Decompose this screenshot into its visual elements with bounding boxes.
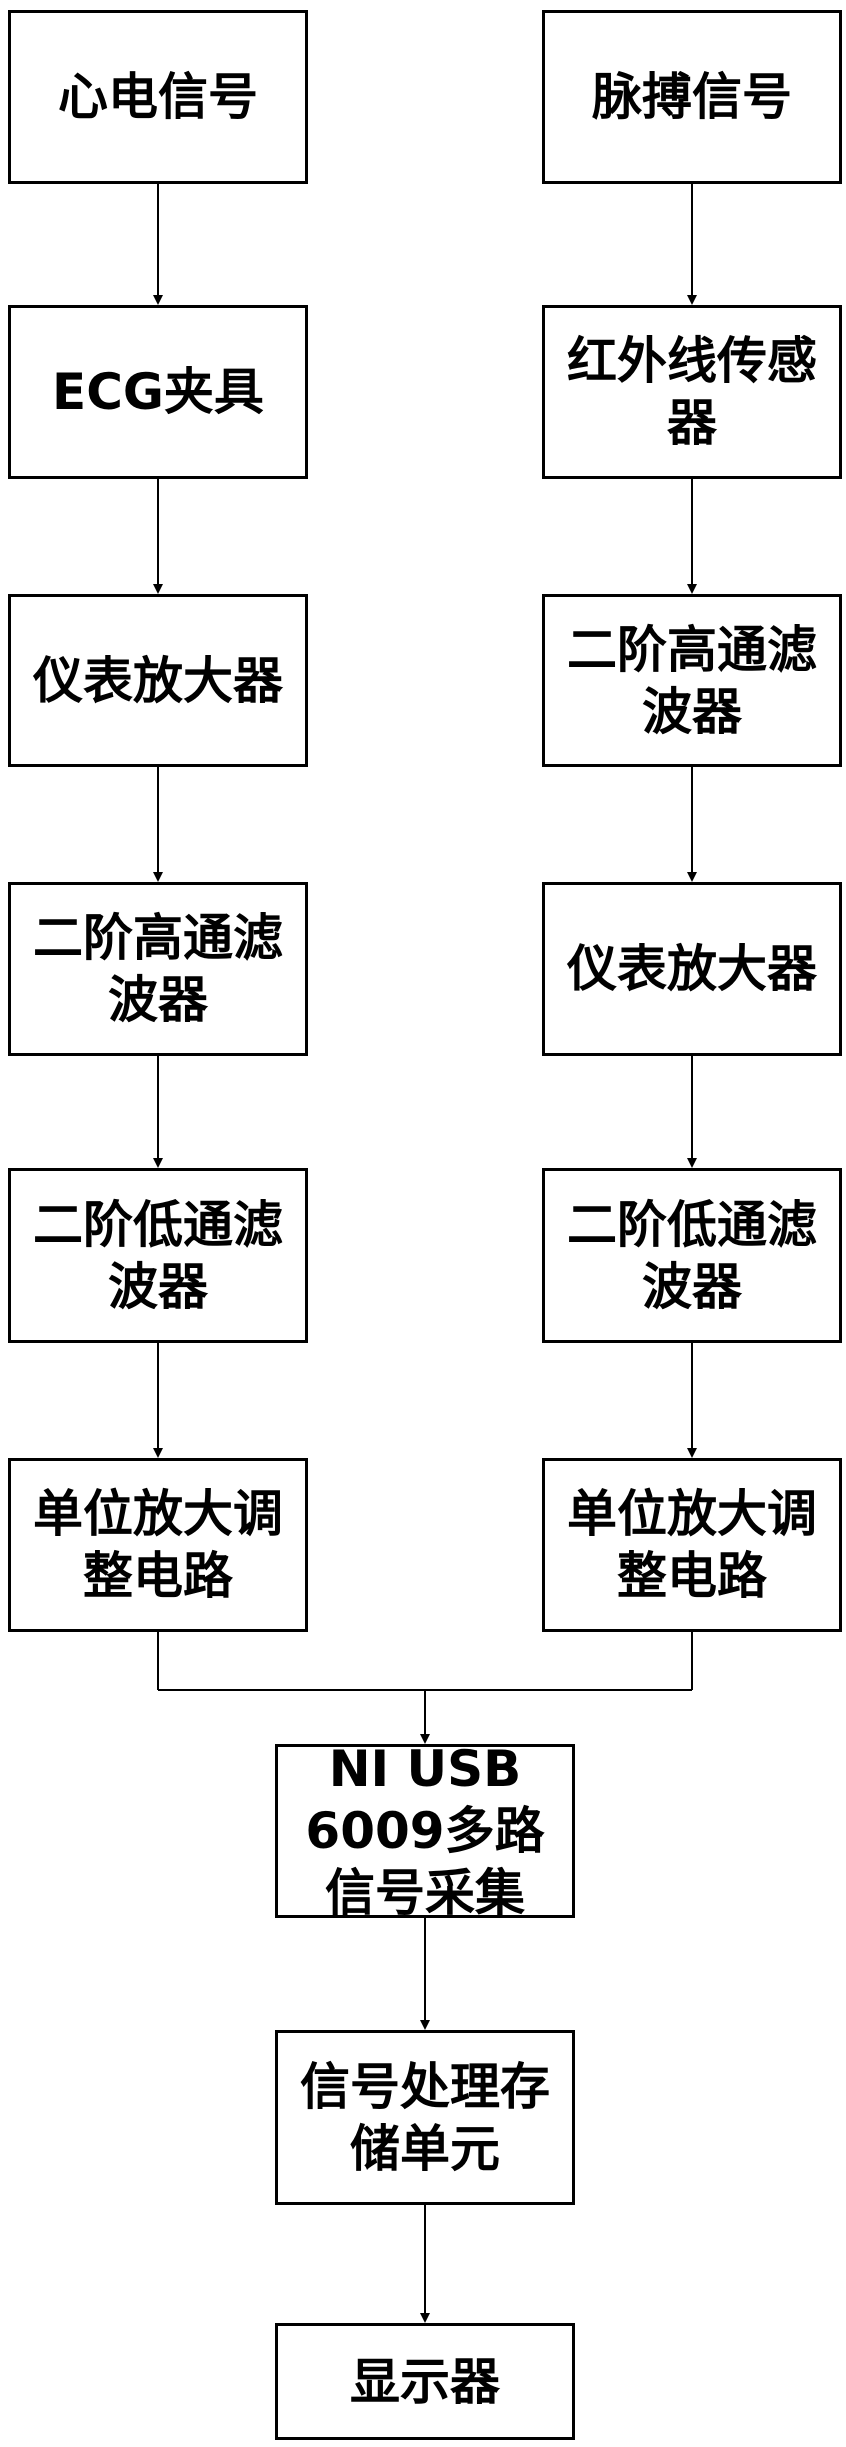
- signal-flow-diagram: 心电信号 ECG夹具 仪表放大器 二阶高通滤波器 二阶低通滤波器 单位放大调整电…: [0, 0, 846, 2447]
- connector-layer: [0, 0, 846, 2447]
